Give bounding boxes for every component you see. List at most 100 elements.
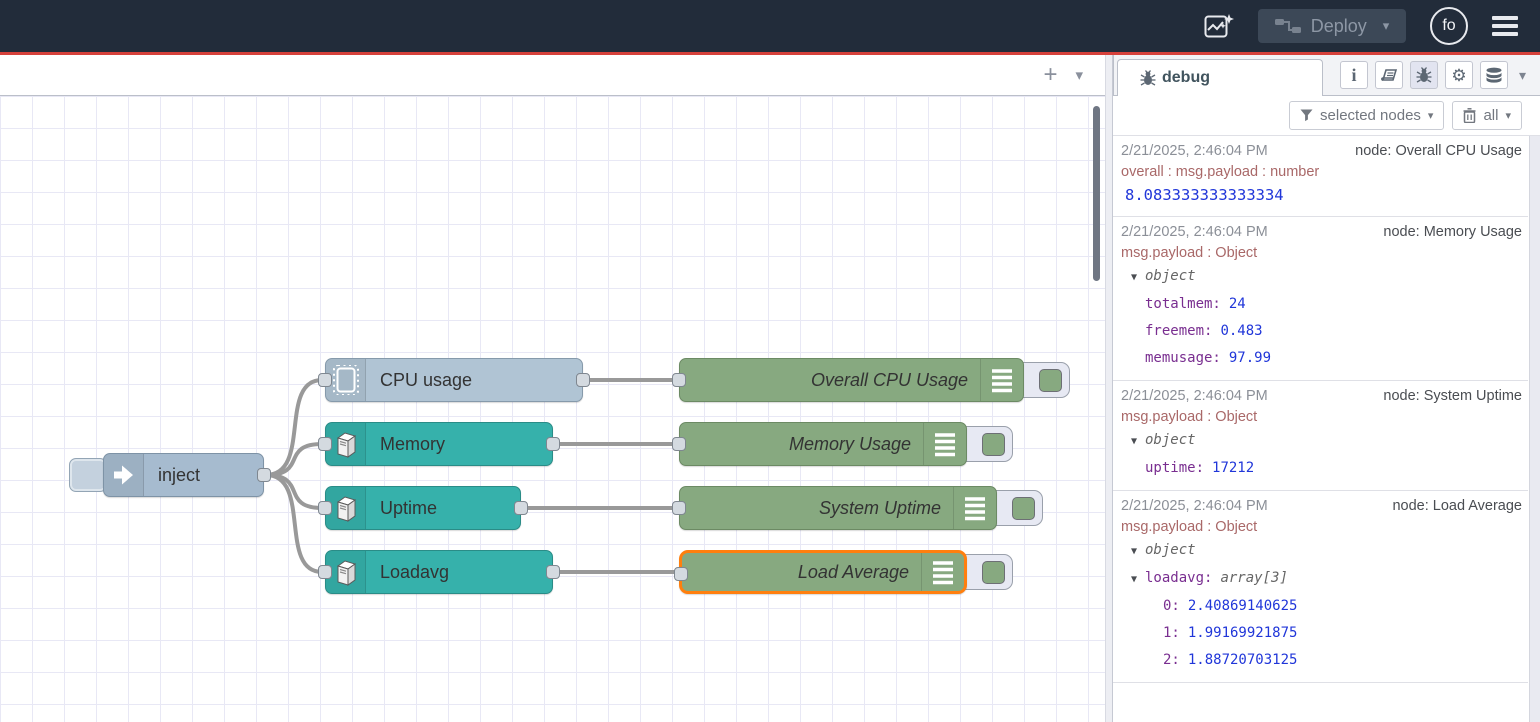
output-port[interactable] bbox=[514, 501, 528, 515]
tree-caret-icon[interactable]: ▼ bbox=[1131, 264, 1145, 291]
message-timestamp: 2/21/2025, 2:46:04 PM bbox=[1121, 386, 1268, 407]
clear-messages-dropdown[interactable]: all ▾ bbox=[1452, 101, 1522, 130]
database-icon bbox=[1485, 67, 1503, 84]
message-meta: msg.payload : Object bbox=[1121, 243, 1522, 263]
node-label: Memory bbox=[366, 434, 459, 455]
config-nodes-tab-button[interactable]: ⚙ bbox=[1445, 61, 1473, 89]
input-port[interactable] bbox=[318, 501, 332, 515]
assistant-button[interactable] bbox=[1204, 13, 1234, 39]
input-port[interactable] bbox=[318, 373, 332, 387]
chevron-down-icon: ▾ bbox=[1505, 109, 1511, 122]
computer-tower-icon bbox=[326, 551, 366, 593]
input-port[interactable] bbox=[674, 567, 688, 581]
deploy-button[interactable]: Deploy ▾ bbox=[1258, 9, 1406, 43]
debug-filter-bar: selected nodes ▾ all ▾ bbox=[1113, 96, 1540, 135]
flow-canvas[interactable]: inject CPU usage bbox=[0, 96, 1105, 722]
trash-icon bbox=[1463, 108, 1476, 123]
debug-list-icon bbox=[953, 487, 996, 529]
deploy-nodes-icon bbox=[1275, 18, 1301, 34]
sidebar-tab-bar: debug i bbox=[1113, 55, 1540, 96]
flow-node-overall-cpu-usage[interactable]: Overall CPU Usage bbox=[679, 358, 1024, 402]
tree-caret-icon[interactable]: ▼ bbox=[1131, 538, 1145, 565]
deploy-options-chevron-icon[interactable]: ▾ bbox=[1383, 18, 1390, 34]
node-label: Load Average bbox=[682, 562, 921, 583]
message-value: 8.083333333333334 bbox=[1121, 182, 1522, 208]
help-tab-button[interactable] bbox=[1375, 61, 1403, 89]
flow-node-uptime[interactable]: Uptime bbox=[325, 486, 521, 530]
hamburger-icon bbox=[1492, 16, 1518, 20]
header-bar: Deploy ▾ fo bbox=[0, 0, 1540, 52]
object-key: memusage: bbox=[1145, 350, 1221, 366]
chevron-down-icon: ▾ bbox=[1428, 109, 1434, 122]
wire-inject-memory[interactable] bbox=[266, 444, 322, 475]
sidebar-menu-chevron-icon[interactable]: ▾ bbox=[1519, 67, 1526, 84]
debug-list-icon bbox=[921, 553, 964, 591]
node-label: inject bbox=[144, 465, 214, 486]
debug-message: 2/21/2025, 2:46:04 PM node: Memory Usage… bbox=[1113, 217, 1528, 381]
array-index: 2: bbox=[1163, 652, 1180, 668]
array-key: loadavg: bbox=[1145, 570, 1212, 586]
node-label: Memory Usage bbox=[680, 434, 923, 455]
funnel-icon bbox=[1300, 109, 1313, 122]
output-port[interactable] bbox=[546, 437, 560, 451]
inject-trigger-button[interactable] bbox=[69, 458, 107, 492]
array-index: 0: bbox=[1163, 598, 1180, 614]
message-node-name: node: Memory Usage bbox=[1383, 222, 1522, 243]
tree-caret-icon[interactable]: ▼ bbox=[1131, 428, 1145, 455]
node-label: Loadavg bbox=[366, 562, 463, 583]
output-port[interactable] bbox=[576, 373, 590, 387]
object-value: 97.99 bbox=[1229, 350, 1271, 366]
context-data-tab-button[interactable] bbox=[1480, 61, 1508, 89]
input-port[interactable] bbox=[318, 565, 332, 579]
add-flow-button[interactable]: + bbox=[1043, 63, 1057, 87]
message-meta: overall : msg.payload : number bbox=[1121, 162, 1522, 182]
debug-message: 2/21/2025, 2:46:04 PM node: Load Average… bbox=[1113, 491, 1528, 683]
bug-icon bbox=[1140, 70, 1156, 86]
object-value: 24 bbox=[1229, 296, 1246, 312]
filter-dropdown-label: selected nodes bbox=[1320, 107, 1421, 124]
array-index: 1: bbox=[1163, 625, 1180, 641]
output-port[interactable] bbox=[546, 565, 560, 579]
debug-list-icon bbox=[923, 423, 966, 465]
array-value: 1.88720703125 bbox=[1188, 652, 1298, 668]
message-meta: msg.payload : Object bbox=[1121, 517, 1522, 537]
main-area: + ▾ bbox=[0, 55, 1540, 722]
message-meta: msg.payload : Object bbox=[1121, 407, 1522, 427]
bug-icon bbox=[1416, 67, 1432, 83]
clear-dropdown-label: all bbox=[1483, 107, 1498, 124]
input-port[interactable] bbox=[672, 437, 686, 451]
sidebar-scrollbar[interactable] bbox=[1529, 136, 1540, 722]
flow-node-cpu-usage[interactable]: CPU usage bbox=[325, 358, 583, 402]
output-port[interactable] bbox=[257, 468, 271, 482]
wire-inject-uptime[interactable] bbox=[266, 475, 322, 508]
object-key: totalmem: bbox=[1145, 296, 1221, 312]
workspace-tab-bar: + ▾ bbox=[0, 55, 1105, 96]
object-label: object bbox=[1145, 542, 1196, 558]
flow-node-loadavg[interactable]: Loadavg bbox=[325, 550, 553, 594]
flow-node-memory[interactable]: Memory bbox=[325, 422, 553, 466]
flow-node-memory-usage[interactable]: Memory Usage bbox=[679, 422, 967, 466]
array-value: 2.40869140625 bbox=[1188, 598, 1298, 614]
filter-dropdown[interactable]: selected nodes ▾ bbox=[1289, 101, 1444, 130]
tab-debug[interactable]: debug bbox=[1117, 59, 1323, 96]
canvas-vertical-scrollbar[interactable] bbox=[1093, 106, 1100, 281]
debug-message: 2/21/2025, 2:46:04 PM node: Overall CPU … bbox=[1113, 136, 1528, 217]
debug-tab-button[interactable] bbox=[1410, 61, 1438, 89]
flow-node-inject[interactable]: inject bbox=[103, 453, 264, 497]
tree-caret-icon[interactable]: ▼ bbox=[1131, 566, 1145, 593]
gear-icon: ⚙ bbox=[1451, 67, 1466, 84]
input-port[interactable] bbox=[318, 437, 332, 451]
message-node-name: node: Load Average bbox=[1392, 496, 1522, 517]
info-tab-button[interactable]: i bbox=[1340, 61, 1368, 89]
main-menu-button[interactable] bbox=[1492, 16, 1518, 36]
input-port[interactable] bbox=[672, 373, 686, 387]
user-avatar[interactable]: fo bbox=[1430, 7, 1468, 45]
sidebar-splitter[interactable] bbox=[1105, 55, 1113, 722]
message-timestamp: 2/21/2025, 2:46:04 PM bbox=[1121, 222, 1268, 243]
input-port[interactable] bbox=[672, 501, 686, 515]
flow-list-chevron-icon[interactable]: ▾ bbox=[1075, 66, 1083, 84]
flow-node-load-average[interactable]: Load Average bbox=[679, 550, 967, 594]
computer-tower-icon bbox=[326, 423, 366, 465]
object-key: uptime: bbox=[1145, 460, 1204, 476]
flow-node-system-uptime[interactable]: System Uptime bbox=[679, 486, 997, 530]
